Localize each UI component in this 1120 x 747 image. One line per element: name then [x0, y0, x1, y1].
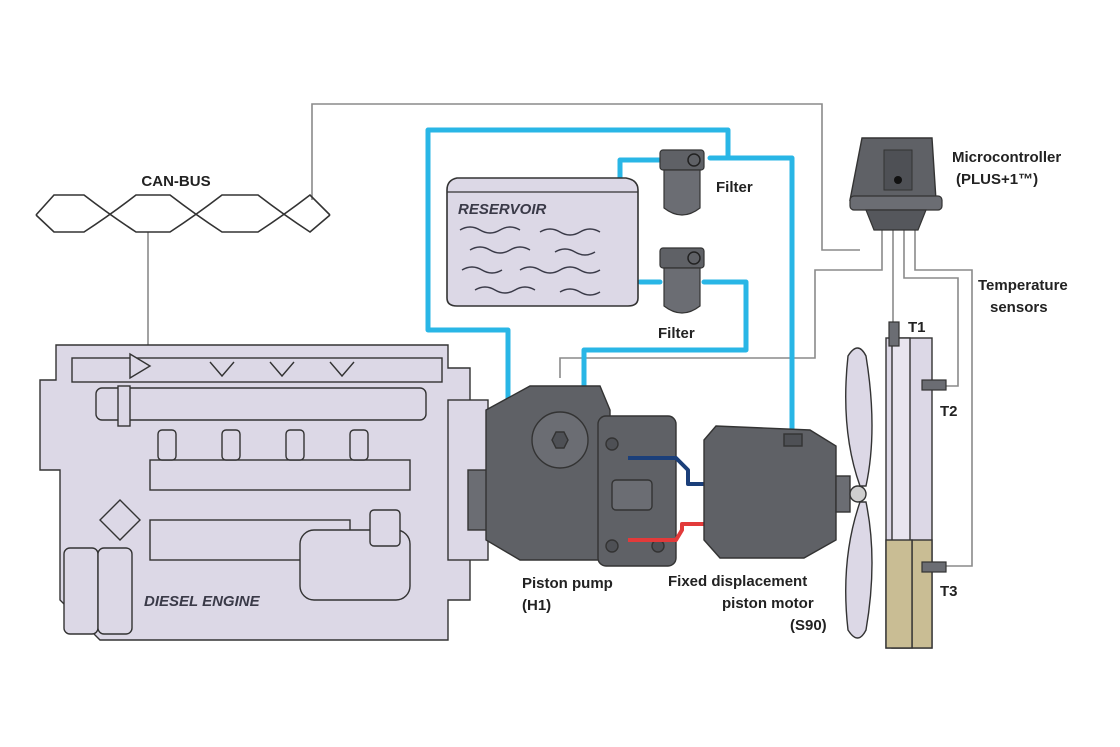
temperature-sensor-t3 — [921, 561, 947, 573]
can-bus — [35, 193, 331, 233]
reservoir-label: RESERVOIR — [458, 201, 547, 218]
controller-to-t3-wire — [914, 230, 973, 567]
piston-motor-label-line3: (S90) — [790, 617, 827, 634]
piston-motor — [703, 425, 867, 559]
controller-to-pump-wire — [559, 230, 883, 378]
t3-label: T3 — [940, 583, 958, 600]
piston-motor-label-line2: piston motor — [722, 595, 814, 612]
temperature-sensors-label-line2: sensors — [990, 299, 1048, 316]
filter-top — [659, 149, 705, 216]
microcontroller — [849, 137, 943, 231]
reservoir-return-line — [425, 127, 731, 423]
microcontroller-indicator-icon — [894, 176, 902, 184]
piston-pump-label-line1: Piston pump — [522, 575, 613, 592]
piston-pump — [467, 385, 677, 567]
filter-top-cap-icon — [687, 153, 701, 167]
filter-bottom-cap-icon — [687, 251, 701, 265]
fan-blade-upper — [845, 347, 873, 487]
t1-label: T1 — [908, 319, 926, 336]
filter-top-label: Filter — [716, 179, 753, 196]
diesel-engine — [39, 344, 489, 641]
piston-motor-label-line1: Fixed displacement — [668, 573, 807, 590]
filter-bottom — [659, 247, 705, 314]
motor-case-drain-line — [707, 155, 795, 437]
temperature-sensors-label-line1: Temperature — [978, 277, 1068, 294]
microcontroller-label-line1: Microcontroller — [952, 149, 1061, 166]
signal-wires — [147, 103, 973, 567]
temperature-sensor-t2 — [921, 379, 947, 391]
diesel-engine-label: DIESEL ENGINE — [144, 593, 261, 610]
temperature-sensor-t1 — [888, 321, 900, 347]
reservoir — [446, 177, 639, 307]
pump-motor-high-pressure-line — [628, 522, 712, 542]
controller-to-t2-wire — [903, 230, 959, 387]
filter-bottom-label: Filter — [658, 325, 695, 342]
fan-blade-lower — [845, 501, 873, 639]
cooling-fan — [845, 347, 873, 639]
t2-label: T2 — [940, 403, 958, 420]
microcontroller-label-line2: (PLUS+1™) — [956, 171, 1038, 188]
pump-motor-low-pressure-line — [628, 456, 712, 486]
can-bus-to-controller-wire — [311, 103, 860, 251]
piston-pump-label-line2: (H1) — [522, 597, 551, 614]
can-bus-label: CAN-BUS — [141, 173, 210, 190]
